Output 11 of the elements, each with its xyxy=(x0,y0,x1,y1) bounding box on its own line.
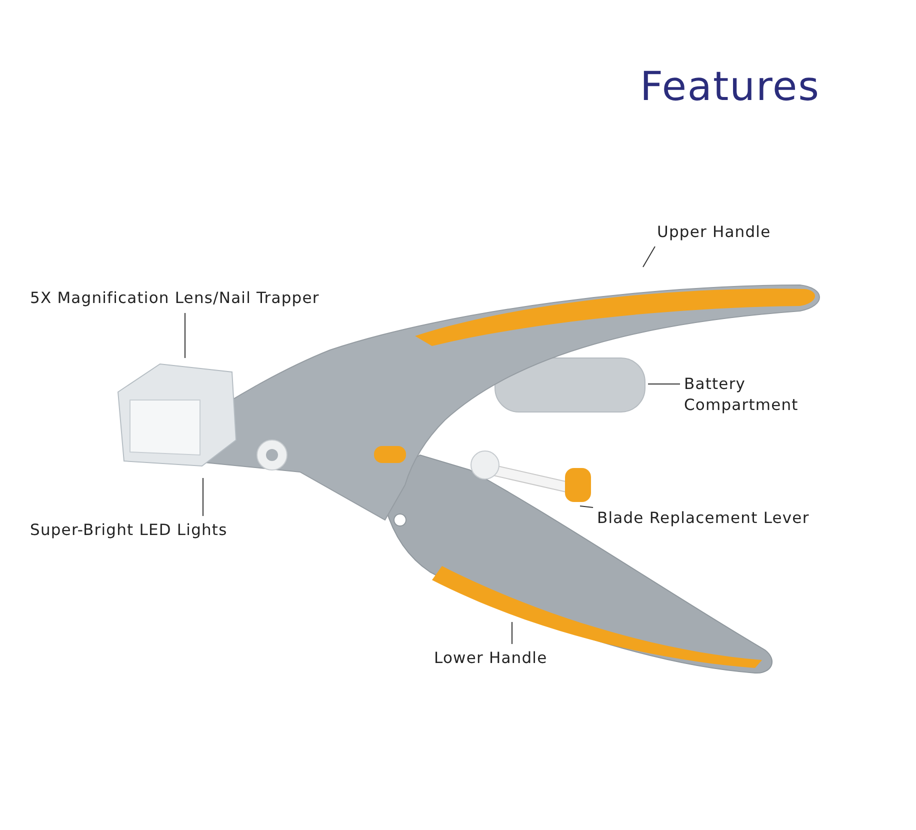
leader-line xyxy=(184,312,186,358)
callout-label: Battery Compartment xyxy=(684,374,844,416)
leader-line xyxy=(580,506,594,508)
callout-label: 5X Magnification Lens/Nail Trapper xyxy=(30,288,320,309)
callout-label: Lower Handle xyxy=(434,648,548,669)
leader-line xyxy=(202,478,204,516)
callout-label: Upper Handle xyxy=(657,222,771,243)
title: Features xyxy=(640,64,820,110)
leader-line xyxy=(642,246,656,268)
callout-label: Blade Replacement Lever xyxy=(597,508,810,529)
callout-label: Super-Bright LED Lights xyxy=(30,520,228,541)
